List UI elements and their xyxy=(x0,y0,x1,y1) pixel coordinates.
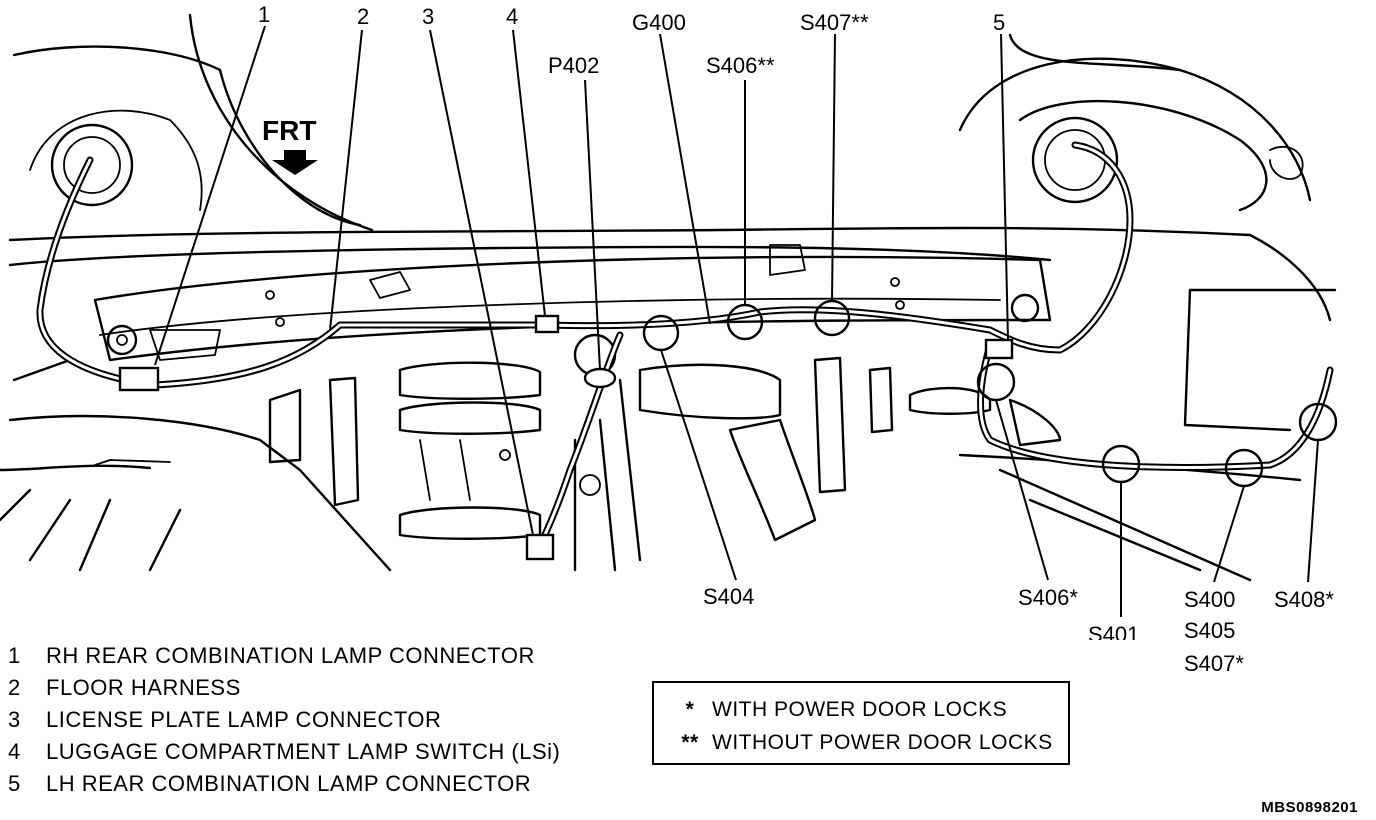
front-arrow-icon xyxy=(272,150,318,175)
front-direction-marker: FRT xyxy=(262,115,318,175)
note-text: WITHOUT POWER DOOR LOCKS xyxy=(712,730,1053,754)
note-item: ** WITHOUT POWER DOOR LOCKS xyxy=(668,726,1068,759)
note-symbol: * xyxy=(685,697,695,721)
legend-number: 2 xyxy=(8,675,21,700)
note-text: WITH POWER DOOR LOCKS xyxy=(712,697,1008,721)
legend-item: 5 LH REAR COMBINATION LAMP CONNECTOR xyxy=(8,768,628,800)
legend-item: 3 LICENSE PLATE LAMP CONNECTOR xyxy=(8,704,628,736)
note-symbol: ** xyxy=(681,730,699,754)
callout-1: 1 xyxy=(258,2,270,27)
splice-s407-top xyxy=(813,299,851,337)
callout-p402: P402 xyxy=(548,53,599,78)
license-lamp-connector xyxy=(525,533,555,561)
callout-s407-top: S407** xyxy=(800,10,869,35)
legend-text: LUGGAGE COMPARTMENT LAMP SWITCH (LSi) xyxy=(46,739,561,764)
callout-5: 5 xyxy=(993,10,1005,35)
callout-s407-bottom: S407* xyxy=(1184,651,1244,676)
p402-grommet xyxy=(583,367,617,389)
callout-labels: 1 2 3 4 G400 S407** 5 P402 S406** S404 S… xyxy=(258,2,1334,640)
callout-s408: S408* xyxy=(1274,587,1334,612)
callout-2: 2 xyxy=(357,4,369,29)
legend-item: 4 LUGGAGE COMPARTMENT LAMP SWITCH (LSi) xyxy=(8,736,628,768)
legend-number: 1 xyxy=(8,643,21,668)
lh-lamp-connector xyxy=(984,338,1014,360)
legend-text: RH REAR COMBINATION LAMP CONNECTOR xyxy=(46,643,535,668)
legend-item: 2 FLOOR HARNESS xyxy=(8,672,628,704)
component-legend: 1 RH REAR COMBINATION LAMP CONNECTOR 2 F… xyxy=(8,640,628,800)
legend-number: 4 xyxy=(8,739,21,764)
legend-number: 3 xyxy=(8,707,21,732)
callout-s406-bottom: S406* xyxy=(1018,585,1078,610)
legend-text: LH REAR COMBINATION LAMP CONNECTOR xyxy=(46,771,532,796)
legend-number: 5 xyxy=(8,771,21,796)
callout-3: 3 xyxy=(422,4,434,29)
callout-s400: S400 xyxy=(1184,587,1235,612)
reference-code: MBS0898201 xyxy=(1261,799,1358,816)
wiring-harness xyxy=(36,141,1334,561)
rh-grommet xyxy=(50,123,134,207)
rh-lamp-connector xyxy=(118,366,160,392)
body-outline xyxy=(0,13,1337,582)
callout-s404: S404 xyxy=(703,584,754,609)
lamp-switch-connector xyxy=(534,314,560,334)
note-item: * WITH POWER DOOR LOCKS xyxy=(668,693,1068,726)
lh-grommet xyxy=(1031,116,1119,204)
legend-text: FLOOR HARNESS xyxy=(46,675,241,700)
callout-s406-top: S406** xyxy=(706,53,775,78)
callout-s401: S401 xyxy=(1088,622,1139,640)
callout-4: 4 xyxy=(506,4,518,29)
legend-item: 1 RH REAR COMBINATION LAMP CONNECTOR xyxy=(8,640,628,672)
callout-g400: G400 xyxy=(632,10,686,35)
notes-box: * WITH POWER DOOR LOCKS ** WITHOUT POWER… xyxy=(652,681,1070,765)
callout-s405: S405 xyxy=(1184,618,1235,640)
leader-lines xyxy=(154,25,1319,617)
legend-text: LICENSE PLATE LAMP CONNECTOR xyxy=(46,707,442,732)
frt-label: FRT xyxy=(262,115,316,146)
harness-diagram: FRT xyxy=(0,2,1338,640)
